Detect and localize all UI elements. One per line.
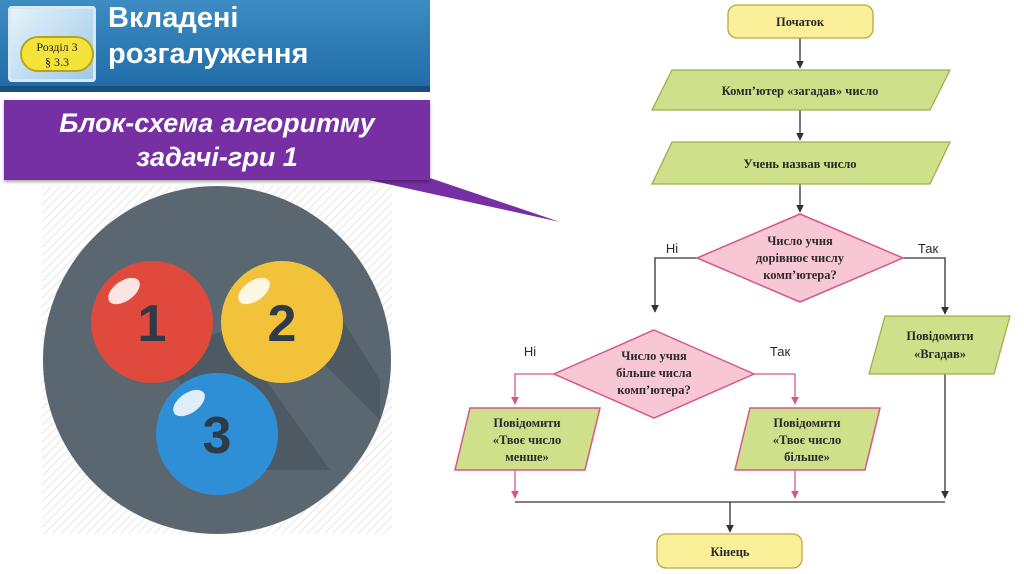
subtitle-callout <box>4 100 430 180</box>
input-student-number: Учень назвав число <box>650 141 952 185</box>
svg-text:Число учня: Число учня <box>767 234 833 248</box>
decision-equal: Число учня дорівнює числу комп’ютера? <box>695 213 905 303</box>
input-computer-number: Комп’ютер «загадав» число <box>650 69 952 111</box>
svg-text:менше»: менше» <box>505 450 549 464</box>
decision2-yes-label: Так <box>770 344 791 359</box>
subtitle-line-1: Блок-схема алгоритму <box>59 108 375 138</box>
connectors <box>511 38 949 533</box>
ball-2: 2 <box>221 261 343 383</box>
section-badge: Розділ 3 § 3.3 <box>20 36 94 72</box>
svg-text:більше числа: більше числа <box>616 366 692 380</box>
start-terminal: Початок <box>727 4 874 39</box>
decision-greater: Число учня більше числа комп’ютера? <box>552 329 756 419</box>
title-line-1: Вкладені <box>108 2 239 34</box>
output-guessed: Повідомити «Вгадав» <box>868 315 1011 375</box>
svg-text:Повідомити: Повідомити <box>906 329 973 343</box>
output-more: Повідомити «Твоє число більше» <box>734 407 881 471</box>
decision2-no-label: Ні <box>524 344 536 359</box>
svg-text:дорівнює числу: дорівнює числу <box>756 251 845 265</box>
svg-text:«Вгадав»: «Вгадав» <box>914 347 966 361</box>
svg-text:Кінець: Кінець <box>710 545 749 559</box>
svg-text:Комп’ютер «загадав» число: Комп’ютер «загадав» число <box>722 84 879 98</box>
paragraph-label: § 3.3 <box>45 55 69 69</box>
subtitle-line-2: задачі-гри 1 <box>136 142 298 172</box>
header-strip <box>0 86 430 92</box>
ball-1-label: 1 <box>138 295 167 353</box>
svg-text:«Твоє число: «Твоє число <box>773 433 841 447</box>
decision1-no-label: Ні <box>666 241 678 256</box>
output-less: Повідомити «Твоє число менше» <box>454 407 601 471</box>
subtitle: Блок-схема алгоритму задачі-гри 1 <box>4 106 430 174</box>
end-terminal: Кінець <box>656 533 803 569</box>
ball-3: 3 <box>156 373 278 495</box>
svg-text:«Твоє число: «Твоє число <box>493 433 561 447</box>
svg-text:комп’ютера?: комп’ютера? <box>617 383 690 397</box>
svg-text:комп’ютера?: комп’ютера? <box>763 268 836 282</box>
ball-1: 1 <box>91 261 213 383</box>
decision1-yes-label: Так <box>918 241 939 256</box>
page-title: Вкладені розгалуження <box>108 0 308 72</box>
svg-text:Початок: Початок <box>776 15 825 29</box>
svg-text:Число учня: Число учня <box>621 349 687 363</box>
ball-3-label: 3 <box>203 407 232 465</box>
title-line-2: розгалуження <box>108 38 309 70</box>
ball-2-label: 2 <box>268 295 297 353</box>
svg-text:Учень назвав число: Учень назвав число <box>743 157 856 171</box>
svg-text:Повідомити: Повідомити <box>773 416 840 430</box>
svg-text:більше»: більше» <box>784 450 830 464</box>
svg-text:Повідомити: Повідомити <box>493 416 560 430</box>
section-label: Розділ 3 <box>36 40 78 54</box>
